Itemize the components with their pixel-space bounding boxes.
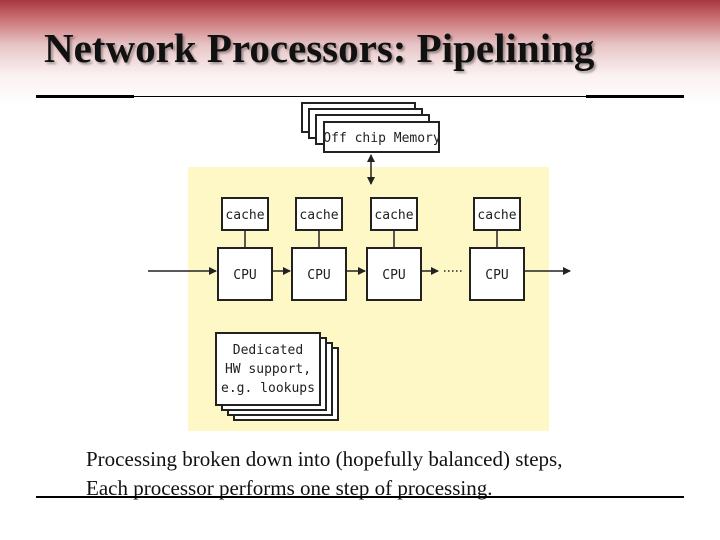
slide-title: Network Processors: Pipelining bbox=[44, 25, 595, 71]
cpu-2: CPU bbox=[291, 247, 347, 301]
caption-line-1: Processing broken down into (hopefully b… bbox=[86, 447, 563, 471]
cpu-3: CPU bbox=[366, 247, 422, 301]
dedicated-hw-stack: Dedicated HW support, e.g. lookups bbox=[215, 332, 339, 421]
dedicated-hw-box bbox=[215, 332, 321, 406]
cache-label: cache bbox=[477, 208, 516, 223]
dedicated-hw-line-1: Dedicated bbox=[233, 343, 303, 358]
off-chip-memory-label: Off chip Memory bbox=[323, 131, 441, 146]
cpu-label: CPU bbox=[485, 268, 508, 283]
title-rule-right bbox=[586, 95, 684, 98]
cache-label: cache bbox=[299, 208, 338, 223]
off-chip-memory-box bbox=[323, 121, 440, 153]
slide-caption: Processing broken down into (hopefully b… bbox=[86, 445, 562, 503]
bottom-rule bbox=[36, 496, 684, 498]
cache-3: cache bbox=[370, 197, 418, 231]
cpu-label: CPU bbox=[382, 268, 405, 283]
caption-line-2: Each processor performs one step of proc… bbox=[86, 476, 493, 500]
title-gradient-band bbox=[0, 0, 720, 110]
cpu-label: CPU bbox=[307, 268, 330, 283]
dedicated-hw-line-2: HW support, bbox=[225, 362, 311, 377]
cache-4: cache bbox=[473, 197, 521, 231]
cpu-4: CPU bbox=[469, 247, 525, 301]
dedicated-hw-line-3: e.g. lookups bbox=[221, 381, 315, 396]
cpu-1: CPU bbox=[217, 247, 273, 301]
title-rule-thin bbox=[134, 96, 586, 97]
title-rule-left bbox=[36, 95, 134, 98]
cache-2: cache bbox=[295, 197, 343, 231]
cache-label: cache bbox=[225, 208, 264, 223]
cpu-label: CPU bbox=[233, 268, 256, 283]
cache-label: cache bbox=[374, 208, 413, 223]
cache-1: cache bbox=[221, 197, 269, 231]
off-chip-memory-stack: Off chip Memory bbox=[301, 102, 441, 153]
